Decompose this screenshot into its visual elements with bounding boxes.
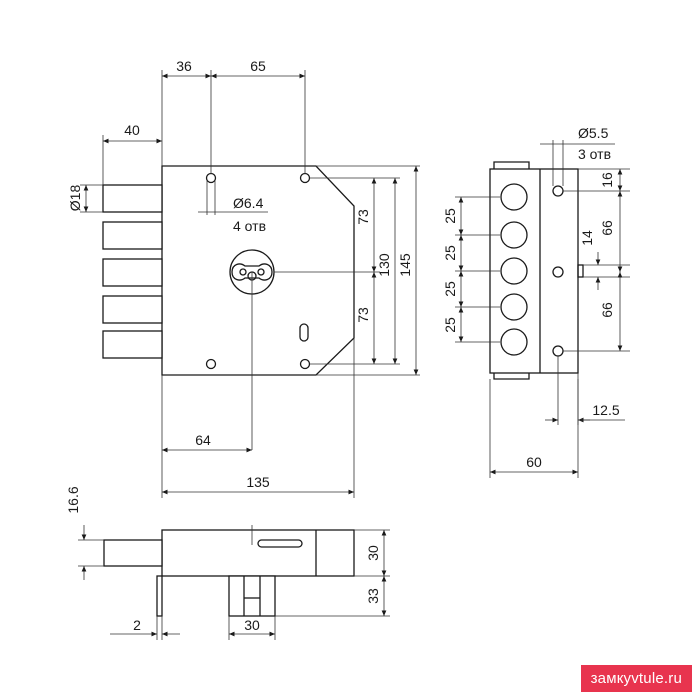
dim-12-5: 12.5 <box>592 402 619 418</box>
side-screw-hole-mid <box>552 266 564 278</box>
side-bolt-2 <box>500 221 528 249</box>
side-bolt-1 <box>500 183 528 211</box>
dim-16: 16 <box>599 172 615 188</box>
watermark-badge: замкyvtule.ru <box>580 665 692 692</box>
dim-64: 64 <box>195 432 211 448</box>
top-body-outline <box>161 529 355 577</box>
dim-135: 135 <box>246 474 270 490</box>
front-view: 36 65 40 Ø18 Ø6.4 4 отв 73 73 130 145 <box>67 58 420 498</box>
dim-30-horizontal: 30 <box>244 617 260 633</box>
dim-36: 36 <box>176 58 192 74</box>
side-latch <box>577 264 584 278</box>
dim-16-6: 16.6 <box>65 486 81 513</box>
mount-hole-bottom-left <box>205 358 217 370</box>
dim-73-bottom: 73 <box>355 307 371 323</box>
side-view: 25 25 25 25 Ø5.5 3 отв 16 66 14 66 12.5 <box>442 125 630 478</box>
dim-30-vertical: 30 <box>365 545 381 561</box>
top-faceplate <box>156 575 163 617</box>
dim-25-1: 25 <box>442 208 458 224</box>
dim-25-3: 25 <box>442 281 458 297</box>
dim-65: 65 <box>250 58 266 74</box>
bolt-4 <box>102 295 163 324</box>
bolt-5 <box>102 330 163 359</box>
dim-25-2: 25 <box>442 245 458 261</box>
dim-holes-4: 4 отв <box>233 218 266 234</box>
top-bolt <box>103 539 163 567</box>
mount-hole-bottom-right <box>299 358 311 370</box>
dim-d5-5: Ø5.5 <box>578 125 609 141</box>
dim-60: 60 <box>526 454 542 470</box>
top-view: 16.6 30 33 2 30 <box>65 486 390 640</box>
dim-66-bottom: 66 <box>599 302 615 318</box>
side-bolt-5 <box>500 328 528 356</box>
side-bolt-3 <box>500 257 528 285</box>
dim-145: 145 <box>397 253 413 277</box>
dim-2: 2 <box>133 617 141 633</box>
dim-66-top: 66 <box>599 220 615 236</box>
slot <box>299 323 309 342</box>
dim-33: 33 <box>365 588 381 604</box>
dim-40: 40 <box>124 122 140 138</box>
keyhole-pin-left <box>239 268 247 276</box>
top-cylinder-housing <box>228 575 276 617</box>
dim-d6-4: Ø6.4 <box>233 195 264 211</box>
side-body-outline <box>489 168 579 374</box>
side-bolt-4 <box>500 293 528 321</box>
keyhole-icon <box>231 263 273 281</box>
bolt-1 <box>102 184 163 213</box>
dim-73-top: 73 <box>355 209 371 225</box>
dim-d18: Ø18 <box>67 185 83 212</box>
dim-holes-3: 3 отв <box>578 146 611 162</box>
keyhole-pin-right <box>257 268 265 276</box>
dim-25-4: 25 <box>442 317 458 333</box>
dim-14: 14 <box>579 230 595 246</box>
dim-130: 130 <box>376 253 392 277</box>
top-slot <box>257 539 303 548</box>
bolt-3 <box>102 258 163 287</box>
bolt-2 <box>102 221 163 250</box>
